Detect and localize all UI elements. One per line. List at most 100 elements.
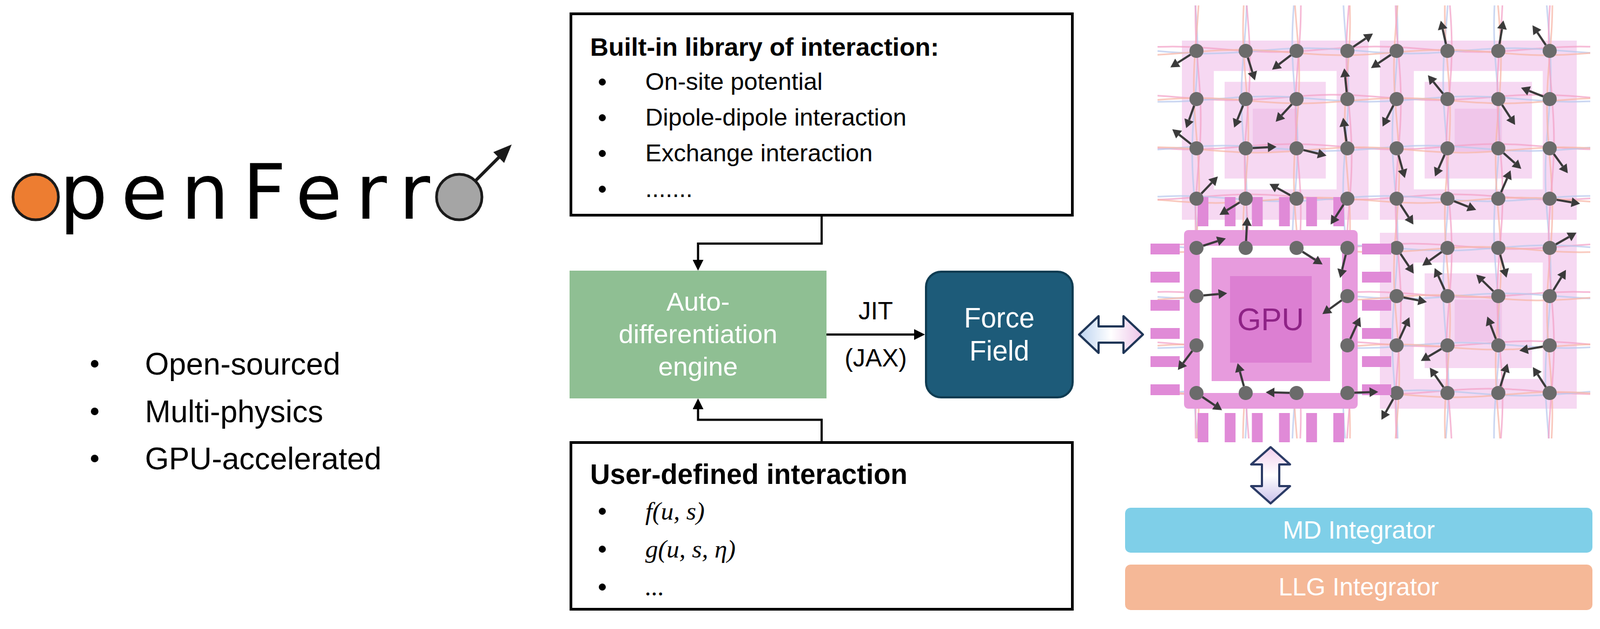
bullet-dot: [90, 407, 99, 415]
lattice-site: [1238, 43, 1253, 58]
lattice-site: [1189, 91, 1204, 107]
spin-arrow: [1403, 297, 1419, 301]
library-box: Built-in library of interaction:On-site …: [569, 12, 1074, 217]
spin-arrow: [1499, 254, 1504, 270]
lattice-site: [1440, 43, 1455, 58]
spin-arrowhead: [1422, 256, 1432, 266]
lattice-site: [1440, 385, 1455, 400]
bullet-dot: [90, 359, 99, 368]
spin-arrow: [1400, 253, 1410, 267]
spin-arrowhead: [1532, 25, 1542, 36]
node-label: Force Field: [963, 301, 1035, 368]
spin-arrow: [1203, 293, 1219, 296]
spin-arrow: [1499, 29, 1503, 45]
spin-arrow: [1537, 374, 1546, 387]
spin-arrow: [1453, 201, 1469, 207]
spin-arrow: [1528, 346, 1544, 349]
lattice-site: [1491, 91, 1506, 107]
spin-arrowhead: [1272, 60, 1282, 70]
lattice-site: [1440, 91, 1455, 107]
chip-pin: [1362, 384, 1392, 395]
spin-arrow: [1501, 177, 1507, 193]
spin-arrowhead: [1420, 352, 1431, 361]
spin-arrowhead: [1499, 267, 1509, 278]
spin-arrow: [1428, 348, 1442, 357]
spin-arrowhead: [1511, 159, 1522, 169]
spin-arrow: [1503, 153, 1516, 164]
lattice-site: [1389, 91, 1404, 107]
llg-integrator-bar: LLG Integrator: [1125, 564, 1593, 610]
panel-ring: [1219, 76, 1332, 184]
user-box: User-defined interactionf(u, s)g(u, s, η…: [569, 440, 1074, 611]
spin-arrowhead: [1506, 114, 1516, 125]
spin-arrow: [1399, 325, 1406, 339]
spin-arrow: [1433, 81, 1444, 94]
spin-arrow: [1490, 324, 1496, 339]
spin-arrow: [1438, 154, 1445, 169]
spin-arrow: [1555, 236, 1569, 245]
spin-arrow: [1344, 126, 1347, 142]
lattice-site: [1189, 240, 1204, 255]
lattice-site: [1491, 43, 1506, 58]
spin-arrowhead: [1404, 263, 1414, 274]
spin-arrowhead: [1521, 86, 1531, 96]
spin-arrow: [1239, 371, 1244, 386]
lattice-site: [1289, 240, 1304, 255]
spin-arrow: [1378, 54, 1391, 64]
lattice-string: [1157, 97, 1591, 104]
lattice-site: [1189, 141, 1204, 156]
spin-arrow: [1202, 396, 1215, 406]
spin-arrow: [1201, 182, 1212, 194]
spin-arrow: [1188, 105, 1194, 120]
spin-arrowhead: [1558, 163, 1569, 174]
spin-arrow: [1537, 32, 1546, 45]
chip-pin: [1150, 384, 1180, 395]
chip-core: [1230, 275, 1312, 363]
spin-arrow: [1482, 280, 1494, 292]
lattice-site: [1491, 385, 1506, 400]
box-heading: User-defined interaction: [590, 457, 1061, 492]
spin-arrowhead: [1427, 75, 1438, 85]
spin-arrowhead: [1317, 148, 1327, 158]
lattice-site: [1542, 91, 1557, 107]
chip-pin: [1224, 412, 1236, 442]
spin-arrow: [1438, 275, 1445, 290]
spin-arrow: [1529, 90, 1544, 97]
gpu-chip: GPU: [1148, 194, 1393, 444]
spin-arrow: [1353, 38, 1366, 48]
lattice-site: [1340, 191, 1355, 206]
spin-arrowhead: [1500, 363, 1510, 374]
lattice-site: [1491, 141, 1506, 156]
spin-arrowhead: [1269, 183, 1280, 193]
spin-arrowhead: [1322, 305, 1333, 315]
spin-arrowhead: [1433, 166, 1443, 177]
lattice-site: [1542, 141, 1557, 156]
chip-body: [1184, 229, 1358, 409]
spin-arrow: [1345, 76, 1347, 92]
edge-label: JIT (JAX): [844, 287, 908, 382]
spin-arrow: [1400, 204, 1409, 217]
lattice-string: [1157, 197, 1591, 203]
spin-arrowhead: [1363, 33, 1373, 43]
spin-arrow: [1302, 251, 1316, 260]
lattice-site: [1238, 385, 1253, 400]
lattice-site: [1189, 43, 1204, 58]
md-integrator-bar: MD Integrator: [1125, 507, 1593, 553]
node-label: MD Integrator: [1282, 514, 1435, 545]
lattice-site: [1289, 91, 1304, 107]
spin-arrow: [1281, 104, 1292, 116]
lattice-site: [1340, 288, 1355, 303]
lattice-site: [1189, 338, 1204, 353]
connector-arrow: [826, 333, 919, 336]
lattice-site: [1491, 240, 1506, 255]
chip-pin: [1333, 412, 1345, 442]
spin-arrow: [1341, 254, 1346, 270]
spin-arrowhead: [1437, 20, 1448, 31]
lattice-panel: [1181, 40, 1369, 220]
spin-arrowhead: [1476, 274, 1486, 284]
spin-arrow: [1556, 199, 1572, 203]
spin-arrow: [1303, 149, 1319, 154]
spin-arrow: [1398, 155, 1403, 170]
lattice-site: [1440, 141, 1455, 156]
logo-wordmark: penFerr: [59, 154, 444, 231]
